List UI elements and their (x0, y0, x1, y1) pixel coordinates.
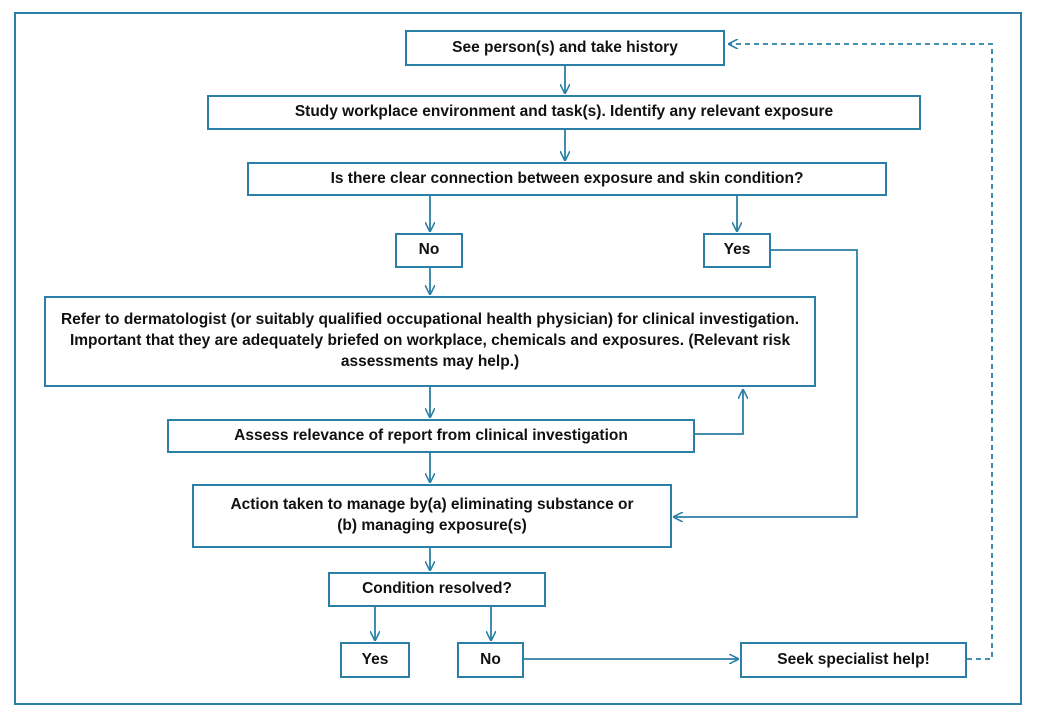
node-yes-connection: Yes (703, 233, 771, 268)
node-yes-resolved: Yes (340, 642, 410, 678)
node-study-workplace: Study workplace environment and task(s).… (207, 95, 921, 130)
node-action-taken: Action taken to manage by(a) eliminating… (192, 484, 672, 548)
node-seek-specialist: Seek specialist help! (740, 642, 967, 678)
node-condition-resolved: Condition resolved? (328, 572, 546, 607)
node-see-person-history: See person(s) and take history (405, 30, 725, 66)
node-no-connection: No (395, 233, 463, 268)
diagram-frame (14, 12, 1022, 705)
node-refer-dermatologist: Refer to dermatologist (or suitably qual… (44, 296, 816, 387)
node-assess-report: Assess relevance of report from clinical… (167, 419, 695, 453)
node-no-resolved: No (457, 642, 524, 678)
node-clear-connection-question: Is there clear connection between exposu… (247, 162, 887, 196)
